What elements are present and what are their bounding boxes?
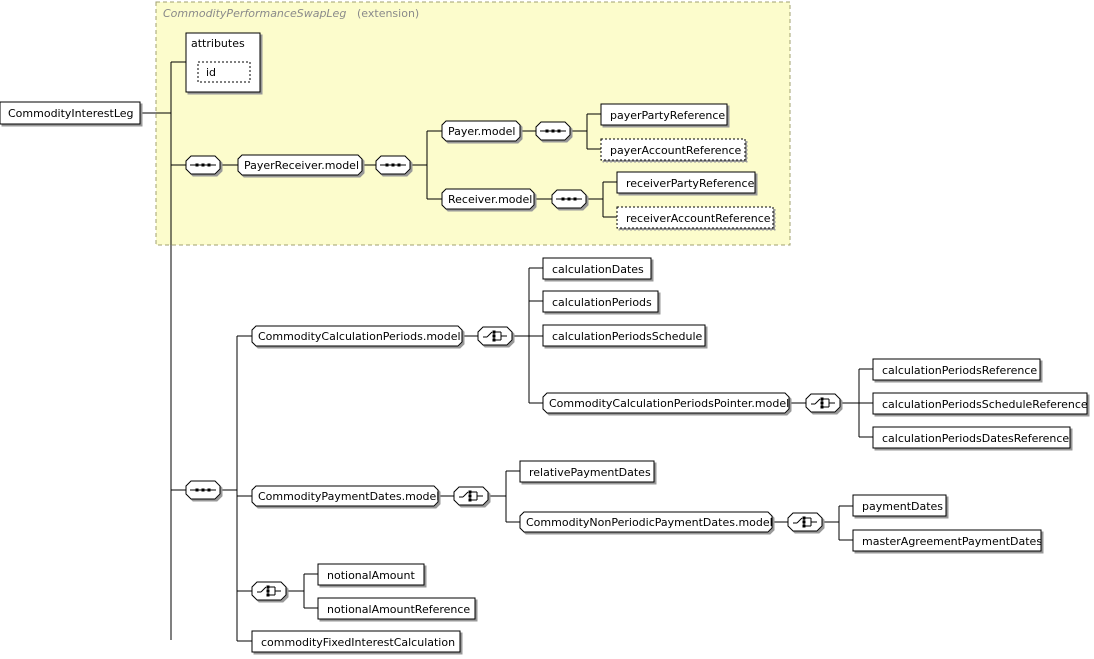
element-relative-payment-dates-label: relativePaymentDates xyxy=(529,466,651,479)
element-master-agreement-payment-dates-label: masterAgreementPaymentDates xyxy=(862,535,1042,548)
element-payer-account-reference-label: payerAccountReference xyxy=(610,144,742,157)
element-calculation-periods-schedule-label: calculationPeriodsSchedule xyxy=(552,330,703,343)
element-receiver-account-reference-label: receiverAccountReference xyxy=(626,212,771,225)
element-notional-amount-reference-label: notionalAmountReference xyxy=(327,603,470,616)
attributes-box: attributes id xyxy=(185,32,261,93)
element-calculation-dates[interactable]: calculationDates xyxy=(542,257,652,280)
sequence-compositor-payer-receiver[interactable] xyxy=(375,155,411,175)
attributes-title: attributes xyxy=(191,37,245,50)
element-commodity-fixed-interest-calculation-label: commodityFixedInterestCalculation xyxy=(261,636,455,649)
group-payer-model-label: Payer.model xyxy=(448,125,515,138)
extension-suffix: (extension) xyxy=(357,7,419,20)
group-commodity-calculation-periods-pointer-model[interactable]: CommodityCalculationPeriodsPointer.model xyxy=(542,392,790,414)
choice-compositor-nonperiodic[interactable] xyxy=(787,512,823,532)
choice-compositor-notional[interactable] xyxy=(251,581,287,601)
group-payer-receiver-model-label: PayerReceiver.model xyxy=(244,159,359,172)
attribute-id[interactable] xyxy=(197,61,251,83)
element-calculation-periods-reference-label: calculationPeriodsReference xyxy=(882,364,1037,377)
root-element[interactable]: CommodityInterestLeg xyxy=(0,101,141,125)
group-receiver-model[interactable]: Receiver.model xyxy=(441,188,535,210)
group-commodity-nonperiodic-payment-dates-model-label: CommodityNonPeriodicPaymentDates.model xyxy=(526,516,773,529)
group-payer-receiver-model[interactable]: PayerReceiver.model xyxy=(237,154,363,176)
choice-compositor-calc-periods[interactable] xyxy=(477,326,513,346)
sequence-compositor-payer[interactable] xyxy=(535,121,571,141)
element-calculation-dates-label: calculationDates xyxy=(552,263,644,276)
choice-compositor-pointer[interactable] xyxy=(805,393,841,413)
element-calculation-periods-schedule[interactable]: calculationPeriodsSchedule xyxy=(542,324,706,347)
element-calculation-periods-dates-reference-label: calculationPeriodsDatesReference xyxy=(882,432,1069,445)
group-commodity-calculation-periods-pointer-model-label: CommodityCalculationPeriodsPointer.model xyxy=(549,397,789,410)
element-calculation-periods-schedule-reference[interactable]: calculationPeriodsScheduleReference xyxy=(872,392,1088,415)
element-receiver-party-reference-label: receiverPartyReference xyxy=(626,177,755,190)
element-calculation-periods-reference[interactable]: calculationPeriodsReference xyxy=(872,358,1041,381)
element-notional-amount-reference[interactable]: notionalAmountReference xyxy=(317,597,476,620)
element-calculation-periods-dates-reference[interactable]: calculationPeriodsDatesReference xyxy=(872,426,1071,449)
element-receiver-party-reference[interactable]: receiverPartyReference xyxy=(616,171,756,194)
extension-base-type: CommodityPerformanceSwapLeg xyxy=(163,7,346,20)
group-receiver-model-label: Receiver.model xyxy=(448,193,532,206)
element-payment-dates[interactable]: paymentDates xyxy=(852,494,947,517)
root-element-label: CommodityInterestLeg xyxy=(8,107,134,120)
element-calculation-periods-schedule-reference-label: calculationPeriodsScheduleReference xyxy=(882,398,1088,411)
sequence-compositor-bottom[interactable] xyxy=(185,480,221,500)
connector-lines xyxy=(140,61,873,642)
choice-compositor-payment-dates[interactable] xyxy=(453,486,489,506)
group-commodity-calculation-periods-model[interactable]: CommodityCalculationPeriods.model xyxy=(251,325,463,347)
element-receiver-account-reference[interactable]: receiverAccountReference xyxy=(616,206,774,229)
group-commodity-nonperiodic-payment-dates-model[interactable]: CommodityNonPeriodicPaymentDates.model xyxy=(519,511,773,533)
element-calculation-periods[interactable]: calculationPeriods xyxy=(542,290,659,313)
group-payer-model[interactable]: Payer.model xyxy=(441,120,521,142)
group-commodity-calculation-periods-model-label: CommodityCalculationPeriods.model xyxy=(258,330,461,343)
element-payer-party-reference[interactable]: payerPartyReference xyxy=(600,103,728,126)
sequence-compositor-top[interactable] xyxy=(185,155,221,175)
element-commodity-fixed-interest-calculation[interactable]: commodityFixedInterestCalculation xyxy=(251,630,461,653)
element-payer-party-reference-label: payerPartyReference xyxy=(610,109,725,122)
group-commodity-payment-dates-model[interactable]: CommodityPaymentDates.model xyxy=(251,485,439,507)
element-calculation-periods-label: calculationPeriods xyxy=(552,296,652,309)
element-relative-payment-dates[interactable]: relativePaymentDates xyxy=(519,460,655,483)
element-notional-amount[interactable]: notionalAmount xyxy=(317,563,425,586)
attribute-id-label: id xyxy=(206,66,216,79)
element-payer-account-reference[interactable]: payerAccountReference xyxy=(600,138,746,161)
group-commodity-payment-dates-model-label: CommodityPaymentDates.model xyxy=(258,490,439,503)
element-payment-dates-label: paymentDates xyxy=(862,500,943,513)
element-master-agreement-payment-dates[interactable]: masterAgreementPaymentDates xyxy=(852,529,1042,552)
sequence-compositor-receiver[interactable] xyxy=(551,189,587,209)
element-notional-amount-label: notionalAmount xyxy=(327,569,415,582)
